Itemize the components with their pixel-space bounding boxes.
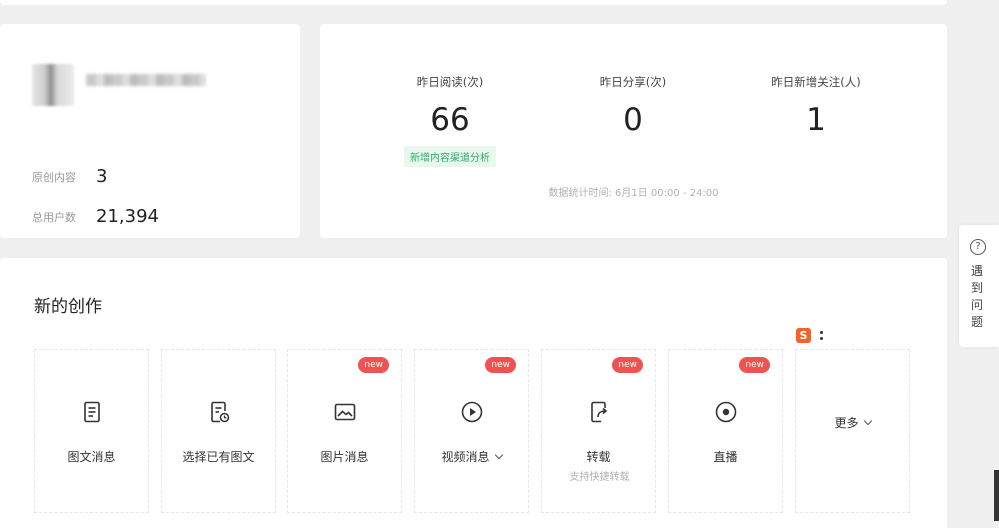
more-dots-icon[interactable]: [820, 331, 823, 340]
tile-video[interactable]: new 视频消息: [414, 349, 529, 513]
tile-label: 视频消息: [415, 448, 528, 465]
top-strip: [0, 0, 947, 5]
new-badge: new: [739, 357, 770, 373]
account-name-redacted: [86, 74, 206, 86]
help-tab[interactable]: ? 遇到问题: [959, 225, 999, 347]
stat-label: 原创内容: [32, 170, 76, 184]
tile-more[interactable]: 更多: [795, 349, 910, 513]
tile-select-existing[interactable]: 选择已有图文: [161, 349, 276, 513]
metric-follows: 昨日新增关注(人) 1: [726, 74, 906, 138]
chevron-down-icon[interactable]: [863, 416, 872, 426]
play-icon: [461, 401, 483, 423]
mini-toolbar[interactable]: S: [796, 328, 823, 343]
stats-time-note: 数据统计时间: 6月1日 00:00 - 24:00: [548, 188, 719, 199]
tile-label-text: 更多: [834, 416, 859, 430]
stat-value: 21,394: [96, 206, 159, 227]
s-logo-icon[interactable]: S: [796, 328, 811, 343]
tile-image[interactable]: new 图片消息: [287, 349, 402, 513]
metric-label: 昨日阅读(次): [416, 75, 484, 89]
metric-value: 66: [430, 102, 470, 138]
tile-label: 选择已有图文: [182, 450, 255, 464]
tile-sublabel: 支持快捷转载: [569, 472, 630, 483]
edge-scrollbar[interactable]: [994, 470, 999, 521]
share-document-icon: [591, 401, 608, 423]
stat-original-content: 原创内容 3: [32, 166, 107, 187]
tile-label-text: 视频消息: [441, 450, 490, 464]
tile-label: 更多: [796, 414, 909, 431]
metric-label: 昨日新增关注(人): [771, 75, 861, 89]
tile-label: 图片消息: [320, 450, 369, 464]
document-clock-icon: [211, 401, 230, 423]
stat-total-users: 总用户数 21,394: [32, 206, 159, 227]
account-card: 原创内容 3 总用户数 21,394: [0, 24, 300, 238]
avatar[interactable]: [32, 64, 74, 106]
live-icon: [715, 401, 737, 423]
metric-value: 0: [623, 102, 643, 138]
metric-value: 1: [806, 102, 826, 138]
help-label: 遇到问题: [971, 264, 984, 329]
tile-repost[interactable]: new 转载 支持快捷转载: [541, 349, 656, 513]
tile-label: 转载: [586, 450, 611, 464]
question-icon: ?: [970, 239, 986, 255]
metrics-card: 昨日阅读(次) 66 新增内容渠道分析 昨日分享(次) 0 昨日新增关注(人) …: [320, 24, 947, 238]
tile-live[interactable]: new 直播: [668, 349, 783, 513]
document-icon: [84, 401, 100, 423]
image-icon: [334, 403, 356, 421]
channel-analysis-tag[interactable]: 新增内容渠道分析: [404, 146, 496, 167]
stat-value: 3: [96, 166, 108, 187]
chevron-down-icon[interactable]: [494, 450, 503, 460]
metric-shares: 昨日分享(次) 0: [543, 74, 723, 138]
tile-label: 图文消息: [67, 450, 116, 464]
create-panel: 新的创作 S 图文消息 选择已有图文 new 图片消息: [0, 258, 947, 528]
new-badge: new: [358, 357, 389, 373]
tile-article[interactable]: 图文消息: [34, 349, 149, 513]
metric-label: 昨日分享(次): [599, 75, 667, 89]
new-badge: new: [485, 357, 516, 373]
metric-reads: 昨日阅读(次) 66 新增内容渠道分析: [360, 74, 540, 167]
tile-label: 直播: [713, 450, 738, 464]
stat-label: 总用户数: [32, 210, 76, 224]
section-title: 新的创作: [34, 297, 102, 317]
new-badge: new: [612, 357, 643, 373]
